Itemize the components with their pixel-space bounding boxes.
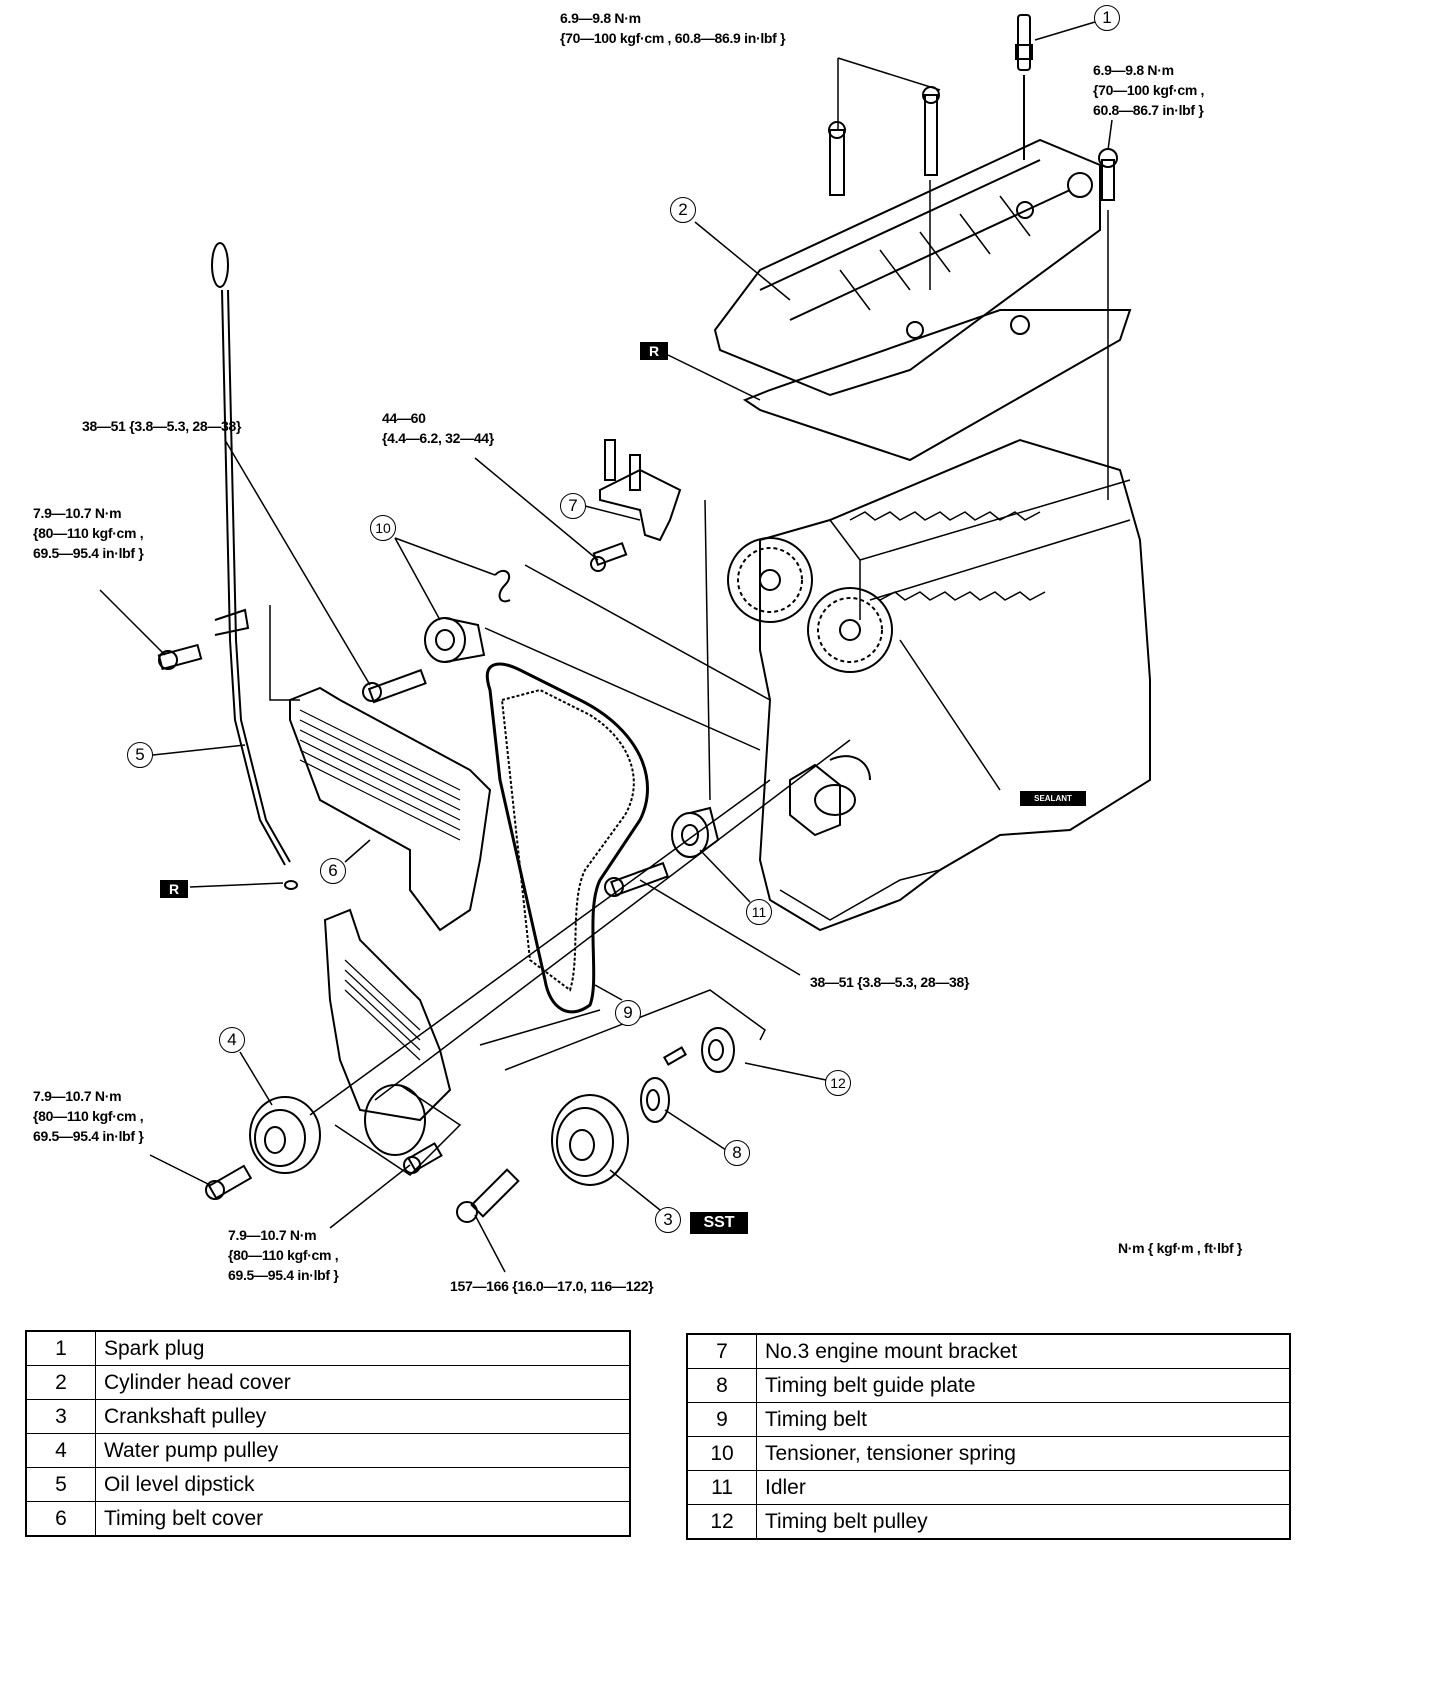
engine-block-drawing: [727, 438, 1151, 932]
torque-line: 157—166 {16.0—17.0, 116—122}: [450, 1278, 654, 1294]
torque-line: 7.9—10.7 N·m: [228, 1227, 317, 1243]
part-name: Timing belt pulley: [756, 1504, 1291, 1540]
torque-belt-cover-bolt: 7.9—10.7 N·m {80—110 kgf·cm , 69.5—95.4 in…: [228, 1225, 339, 1285]
part-number: 1: [25, 1330, 96, 1366]
part-name: Timing belt cover: [95, 1501, 631, 1537]
torque-line: 7.9—10.7 N·m: [33, 505, 122, 521]
torque-line: 44—60: [382, 410, 426, 426]
torque-line: 69.5—95.4 in·lbf }: [33, 1128, 144, 1144]
part-number: 10: [686, 1436, 757, 1471]
torque-line: 6.9—9.8 N·m: [560, 10, 641, 26]
callout-11: 11: [746, 899, 772, 925]
torque-line: {80—110 kgf·cm ,: [228, 1247, 339, 1263]
torque-idler-bolt: 38—51 {3.8—5.3, 28—38}: [810, 972, 969, 992]
torque-line: 38—51 {3.8—5.3, 28—38}: [82, 418, 242, 434]
callout-1: 1: [1094, 5, 1120, 31]
part-name: Water pump pulley: [95, 1433, 631, 1468]
part-number: 2: [25, 1365, 96, 1400]
exploded-engine-diagram: [99, 14, 1151, 1273]
torque-line: {70—100 kgf·cm , 60.8—86.9 in·lbf }: [560, 30, 786, 46]
cylinder-head-cover-drawing: [713, 138, 1132, 462]
torque-tensioner-bolt: 38—51 {3.8—5.3, 28—38}: [82, 416, 241, 436]
callout-5: 5: [127, 742, 153, 768]
torque-head-cover-bolts: 6.9—9.8 N·m {70—100 kgf·cm , 60.8—86.9 in…: [560, 8, 786, 48]
torque-line: 38—51 {3.8—5.3, 28—38}: [810, 974, 970, 990]
callout-12: 12: [825, 1070, 851, 1096]
part-number: 7: [686, 1333, 757, 1369]
part-number: 6: [25, 1501, 96, 1537]
torque-mount-bracket-bolt: 44—60 {4.4—6.2, 32—44}: [382, 408, 494, 448]
torque-line: 6.9—9.8 N·m: [1093, 62, 1174, 78]
tensioner-drawing: [362, 569, 511, 704]
callout-4: 4: [219, 1027, 245, 1053]
part-name: Idler: [756, 1470, 1291, 1505]
crankshaft-pulley-drawing: [456, 1027, 735, 1223]
engine-mount-bracket-drawing: [590, 439, 682, 572]
part-name: No.3 engine mount bracket: [756, 1333, 1291, 1369]
replace-badge: R: [640, 342, 668, 360]
timing-belt-drawing: [485, 662, 649, 1014]
torque-line: {4.4—6.2, 32—44}: [382, 430, 494, 446]
timing-belt-cover-drawing: [289, 686, 492, 1174]
torque-line: {80—110 kgf·cm ,: [33, 1108, 144, 1124]
oil-dipstick-drawing: [157, 242, 298, 890]
part-name: Oil level dipstick: [95, 1467, 631, 1502]
part-number: 4: [25, 1433, 96, 1468]
part-name: Crankshaft pulley: [95, 1399, 631, 1434]
cover-bolts-drawing: [828, 86, 1118, 201]
torque-line: 69.5—95.4 in·lbf }: [228, 1267, 339, 1283]
callout-6: 6: [320, 858, 346, 884]
part-number: 3: [25, 1399, 96, 1434]
units-legend: N·m { kgf·m , ft·lbf }: [1118, 1240, 1243, 1256]
torque-line: {70—100 kgf·cm ,: [1093, 82, 1205, 98]
water-pump-pulley-drawing: [205, 1096, 321, 1200]
leader-lines: [99, 21, 1113, 1273]
torque-water-pump-pulley-bolt: 7.9—10.7 N·m {80—110 kgf·cm , 69.5—95.4 in…: [33, 1086, 144, 1146]
callout-8: 8: [724, 1140, 750, 1166]
callout-7: 7: [560, 493, 586, 519]
idler-drawing: [604, 806, 720, 897]
torque-line: 60.8—86.7 in·lbf }: [1093, 102, 1204, 118]
part-number: 9: [686, 1402, 757, 1437]
callout-9: 9: [615, 1000, 641, 1026]
part-name: Spark plug: [95, 1330, 631, 1366]
part-name: Tensioner, tensioner spring: [756, 1436, 1291, 1471]
sealant-badge: SEALANT: [1020, 791, 1086, 806]
callout-10: 10: [370, 515, 396, 541]
part-number: 12: [686, 1504, 757, 1540]
torque-head-cover-right: 6.9—9.8 N·m {70—100 kgf·cm , 60.8—86.7 in·…: [1093, 60, 1204, 120]
part-name: Timing belt guide plate: [756, 1368, 1291, 1403]
callout-2: 2: [670, 197, 696, 223]
part-number: 11: [686, 1470, 757, 1505]
torque-dipstick-bolt: 7.9—10.7 N·m {80—110 kgf·cm , 69.5—95.4 in…: [33, 503, 144, 563]
sst-badge: SST: [690, 1212, 748, 1234]
torque-crankshaft-bolt: 157—166 {16.0—17.0, 116—122}: [450, 1276, 654, 1296]
part-name: Timing belt: [756, 1402, 1291, 1437]
callout-3: 3: [655, 1207, 681, 1233]
part-name: Cylinder head cover: [95, 1365, 631, 1400]
part-number: 5: [25, 1467, 96, 1502]
torque-line: 69.5—95.4 in·lbf }: [33, 545, 144, 561]
spark-plug-drawing: [1015, 14, 1033, 160]
torque-line: {80—110 kgf·cm ,: [33, 525, 144, 541]
part-number: 8: [686, 1368, 757, 1403]
replace-badge: R: [160, 880, 188, 898]
torque-line: 7.9—10.7 N·m: [33, 1088, 122, 1104]
